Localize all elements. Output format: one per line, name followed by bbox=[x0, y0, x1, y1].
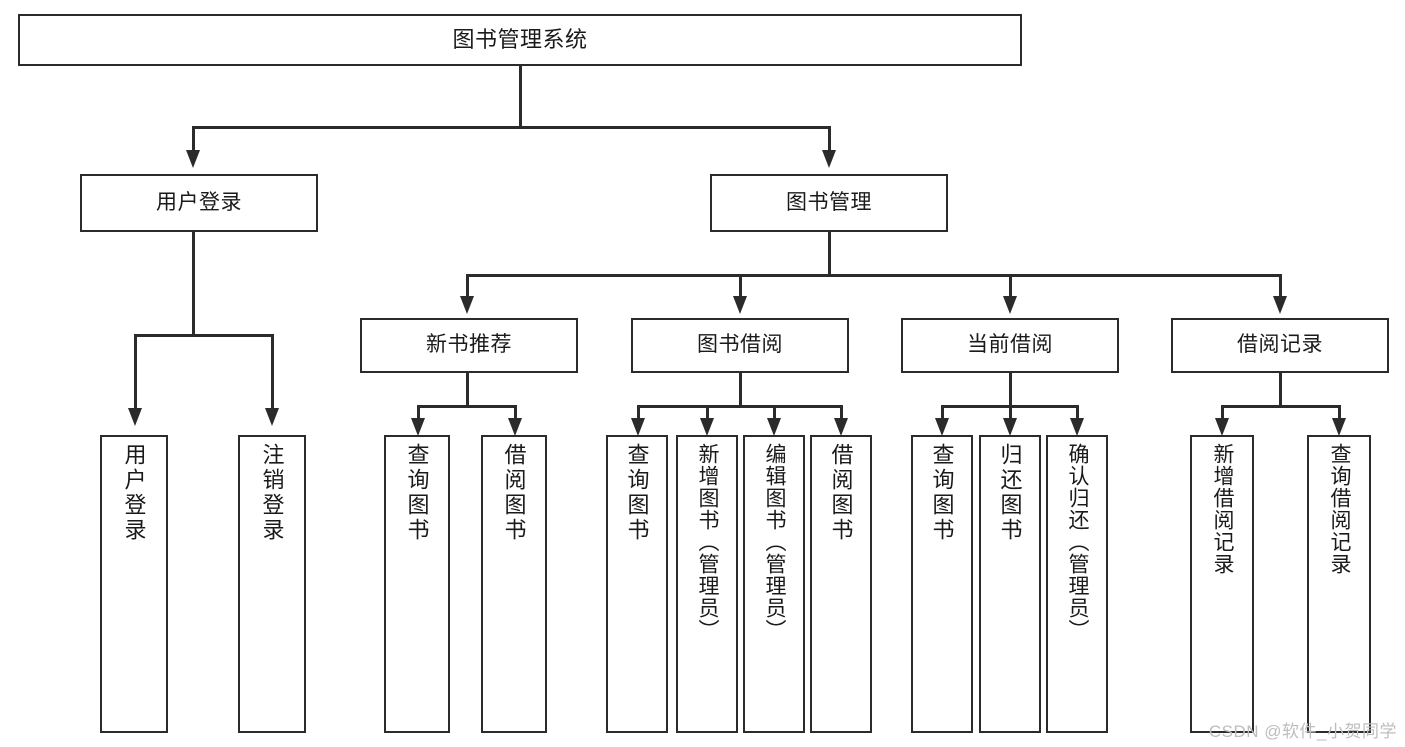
arrowhead-new-book-recommend bbox=[460, 296, 474, 314]
connector-borrow-record-stem bbox=[1279, 373, 1282, 407]
connector-drop-leaf-return-book bbox=[1009, 405, 1012, 421]
node-book-management[interactable]: 图书管理 bbox=[710, 174, 948, 232]
leaf-add-borrow-record[interactable]: 新增借阅记录 bbox=[1190, 435, 1254, 733]
node-label: 新增图书（管理员） bbox=[696, 443, 720, 641]
connector-book-borrow-bus bbox=[637, 405, 842, 408]
leaf-query-book-borrow[interactable]: 查询图书 bbox=[606, 435, 668, 733]
leaf-borrow-book-new-recommend[interactable]: 借阅图书 bbox=[481, 435, 547, 733]
connector-drop-leaf-confirm-return bbox=[1076, 405, 1079, 421]
connector-user-login-bus bbox=[134, 334, 274, 337]
connector-borrow-record-bus bbox=[1221, 405, 1340, 408]
leaf-user-login[interactable]: 用户登录 bbox=[100, 435, 168, 733]
leaf-query-book-new-recommend[interactable]: 查询图书 bbox=[384, 435, 450, 733]
connector-level3-bus bbox=[466, 274, 1281, 277]
connector-drop-leaf-query-book-3 bbox=[941, 405, 944, 421]
node-label: 新书推荐 bbox=[426, 333, 512, 357]
node-label: 用户登录 bbox=[121, 443, 147, 543]
connector-drop-leaf-logout-login bbox=[271, 334, 274, 410]
node-label: 用户登录 bbox=[156, 190, 242, 214]
node-label: 图书管理 bbox=[786, 190, 872, 214]
connector-drop-book-borrow bbox=[739, 274, 742, 298]
node-label: 当前借阅 bbox=[967, 333, 1053, 357]
connector-new-book-recommend-bus bbox=[417, 405, 516, 408]
arrowhead-leaf-return-book bbox=[1003, 418, 1017, 436]
leaf-borrow-book-borrow[interactable]: 借阅图书 bbox=[810, 435, 872, 733]
node-label: 查询图书 bbox=[404, 443, 430, 543]
node-new-book-recommend[interactable]: 新书推荐 bbox=[360, 318, 578, 373]
arrowhead-leaf-add-book bbox=[700, 418, 714, 436]
connector-root-stem bbox=[519, 66, 522, 128]
connector-drop-leaf-add-record bbox=[1221, 405, 1224, 421]
connector-new-book-recommend-stem bbox=[466, 373, 469, 407]
connector-book-management-stem bbox=[828, 232, 831, 276]
arrowhead-leaf-user-login bbox=[128, 408, 142, 426]
arrowhead-leaf-query-book-1 bbox=[411, 418, 425, 436]
node-label: 借阅图书 bbox=[828, 443, 854, 543]
node-label: 图书管理系统 bbox=[452, 27, 588, 53]
leaf-query-book-current[interactable]: 查询图书 bbox=[911, 435, 973, 733]
connector-drop-borrow-record bbox=[1279, 274, 1282, 298]
connector-drop-current-borrow bbox=[1009, 274, 1012, 298]
leaf-confirm-return-admin[interactable]: 确认归还（管理员） bbox=[1046, 435, 1108, 733]
node-label: 新增借阅记录 bbox=[1211, 443, 1235, 575]
leaf-logout-login[interactable]: 注销登录 bbox=[238, 435, 306, 733]
arrowhead-leaf-confirm-return bbox=[1070, 418, 1084, 436]
arrowhead-leaf-query-record bbox=[1332, 418, 1346, 436]
arrowhead-current-borrow bbox=[1003, 296, 1017, 314]
connector-current-borrow-stem bbox=[1009, 373, 1012, 407]
arrowhead-book-management bbox=[822, 150, 836, 168]
node-root-book-management-system[interactable]: 图书管理系统 bbox=[18, 14, 1022, 66]
node-label: 查询借阅记录 bbox=[1328, 443, 1352, 575]
leaf-return-book[interactable]: 归还图书 bbox=[979, 435, 1041, 733]
node-label: 借阅图书 bbox=[501, 443, 527, 543]
node-label: 确认归还（管理员） bbox=[1066, 443, 1090, 641]
node-label: 查询图书 bbox=[624, 443, 650, 543]
node-current-borrow[interactable]: 当前借阅 bbox=[901, 318, 1119, 373]
node-label: 借阅记录 bbox=[1237, 333, 1323, 357]
node-label: 查询图书 bbox=[929, 443, 955, 543]
connector-drop-leaf-borrow-book-2 bbox=[840, 405, 843, 421]
leaf-edit-book-admin[interactable]: 编辑图书（管理员） bbox=[743, 435, 805, 733]
arrowhead-leaf-edit-book bbox=[767, 418, 781, 436]
connector-drop-leaf-user-login bbox=[134, 334, 137, 410]
node-book-borrow[interactable]: 图书借阅 bbox=[631, 318, 849, 373]
connector-level2-drop-user-login bbox=[192, 126, 195, 152]
connector-drop-leaf-edit-book bbox=[773, 405, 776, 421]
connector-level2-bus bbox=[192, 126, 830, 129]
arrowhead-leaf-query-book-3 bbox=[935, 418, 949, 436]
node-label: 图书借阅 bbox=[697, 333, 783, 357]
arrowhead-leaf-logout-login bbox=[265, 408, 279, 426]
connector-user-login-stem bbox=[192, 232, 195, 336]
leaf-add-book-admin[interactable]: 新增图书（管理员） bbox=[676, 435, 738, 733]
node-user-login[interactable]: 用户登录 bbox=[80, 174, 318, 232]
connector-drop-leaf-query-record bbox=[1338, 405, 1341, 421]
connector-drop-new-book-recommend bbox=[466, 274, 469, 298]
arrowhead-leaf-query-book-2 bbox=[631, 418, 645, 436]
connector-drop-leaf-query-book-1 bbox=[417, 405, 420, 421]
arrowhead-book-borrow bbox=[733, 296, 747, 314]
arrowhead-leaf-borrow-book-1 bbox=[508, 418, 522, 436]
arrowhead-user-login bbox=[186, 150, 200, 168]
connector-drop-leaf-borrow-book-1 bbox=[514, 405, 517, 421]
node-label: 注销登录 bbox=[259, 443, 285, 543]
connector-book-borrow-stem bbox=[739, 373, 742, 407]
connector-level2-drop-book-management bbox=[828, 126, 831, 152]
arrowhead-leaf-add-record bbox=[1215, 418, 1229, 436]
node-label: 编辑图书（管理员） bbox=[763, 443, 787, 641]
node-borrow-record[interactable]: 借阅记录 bbox=[1171, 318, 1389, 373]
leaf-query-borrow-record[interactable]: 查询借阅记录 bbox=[1307, 435, 1371, 733]
arrowhead-borrow-record bbox=[1273, 296, 1287, 314]
connector-drop-leaf-query-book-2 bbox=[637, 405, 640, 421]
node-label: 归还图书 bbox=[997, 443, 1023, 543]
connector-drop-leaf-add-book bbox=[706, 405, 709, 421]
arrowhead-leaf-borrow-book-2 bbox=[834, 418, 848, 436]
